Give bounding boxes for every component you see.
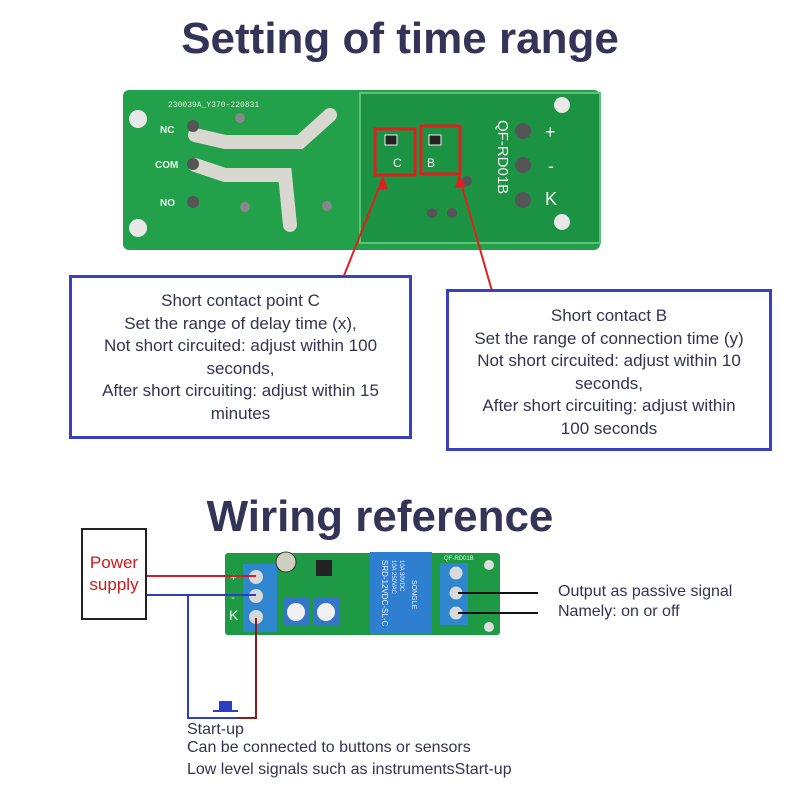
label-minus: - bbox=[548, 156, 554, 176]
chip bbox=[316, 560, 332, 576]
terminal-pad-k bbox=[515, 192, 531, 208]
jumper-c-pad bbox=[384, 134, 398, 146]
mount-hole bbox=[129, 219, 147, 237]
terminal-pad-minus bbox=[515, 157, 531, 173]
mount-hole bbox=[554, 97, 570, 113]
arrow-to-c bbox=[342, 177, 384, 279]
callout-b-line: Set the range of connection time (y) bbox=[474, 328, 744, 348]
wire-trigger-k bbox=[238, 618, 257, 719]
output-label: Output as passive signal bbox=[558, 583, 733, 600]
callout-c-line: seconds, bbox=[206, 358, 275, 378]
jumper-b-label: B bbox=[427, 156, 435, 170]
switch-base bbox=[213, 710, 238, 712]
pot-knob bbox=[317, 603, 335, 621]
mount-hole bbox=[554, 214, 570, 230]
callout-b-line: Not short circuited: adjust within 10 bbox=[477, 351, 741, 370]
label-nc: NC bbox=[160, 125, 174, 136]
solder-pad bbox=[240, 202, 250, 212]
label-plus: + bbox=[545, 122, 556, 142]
mount-hole bbox=[484, 622, 494, 632]
module-label-minus: - bbox=[231, 590, 235, 604]
title-wiring-reference: Wiring reference bbox=[206, 492, 554, 541]
solder-pad bbox=[427, 208, 437, 218]
jumper-b-pad bbox=[428, 134, 442, 146]
screw bbox=[449, 566, 463, 580]
callout-short-contact-b: Short contact B Set the range of connect… bbox=[446, 289, 772, 451]
relay-trace-com bbox=[188, 158, 297, 232]
callout-b-line: seconds, bbox=[574, 373, 644, 393]
power-supply-label: Power bbox=[89, 553, 139, 572]
solder-pad bbox=[187, 120, 199, 132]
screw bbox=[449, 586, 463, 600]
relay-rating-dc: 10A 30VDC bbox=[398, 560, 404, 592]
callout-b-line: Short contact B bbox=[550, 306, 668, 325]
title-setting-time-range: Setting of time range bbox=[181, 14, 619, 63]
silkscreen-code: 230039A_Y370-220831 bbox=[168, 101, 259, 110]
highlight-c bbox=[373, 127, 417, 177]
relay-trace-nc bbox=[188, 108, 337, 149]
power-supply-label: supply bbox=[89, 575, 139, 594]
callout-short-contact-c: Short contact point C Set the range of d… bbox=[69, 275, 412, 439]
arrowhead-c bbox=[377, 176, 388, 190]
label-k: K bbox=[545, 189, 557, 209]
solder-pad bbox=[462, 176, 472, 186]
callout-b-line: 100 seconds bbox=[560, 418, 658, 438]
highlight-b bbox=[419, 124, 462, 176]
label-com: COM bbox=[155, 160, 178, 171]
wire-negative-to-switch bbox=[187, 595, 240, 719]
solder-pad bbox=[322, 201, 332, 211]
solder-pad bbox=[447, 208, 457, 218]
relay-rating-ac: 10A 250VAC bbox=[390, 560, 396, 595]
relay-brand: SONGLE bbox=[410, 580, 417, 610]
pcb-back-photo: 230039A_Y370-220831 NC COM NO + - K QF-R… bbox=[123, 90, 601, 250]
arrow-to-b bbox=[458, 175, 493, 292]
board-model-label: QF-RD01B bbox=[494, 120, 511, 194]
relay-model: SRD-12VDC-SL-C bbox=[380, 560, 389, 626]
push-button-icon bbox=[219, 701, 232, 710]
screw bbox=[249, 610, 263, 624]
callout-c-line: minutes bbox=[210, 403, 271, 423]
terminal-pad-plus bbox=[515, 123, 531, 139]
callout-c-line: Short contact point C bbox=[161, 291, 320, 310]
callout-c-line: After short circuiting: adjust within 15 bbox=[102, 381, 379, 400]
startup-label: Start-up bbox=[187, 721, 244, 738]
startup-detail-2: Low level signals such as instrumentsSta… bbox=[187, 761, 512, 778]
label-no: NO bbox=[160, 198, 175, 209]
solder-pad bbox=[187, 158, 199, 170]
pot-knob bbox=[287, 603, 305, 621]
screw bbox=[449, 606, 463, 620]
power-supply-box: Power supply bbox=[81, 528, 147, 620]
buzzer bbox=[275, 551, 297, 573]
module-label-k: K bbox=[229, 607, 239, 623]
arrowhead-b bbox=[455, 174, 466, 188]
mount-hole bbox=[129, 110, 147, 128]
callout-c-line: Set the range of delay time (x), bbox=[124, 313, 357, 333]
output-label-detail: Namely: on or off bbox=[558, 603, 680, 620]
solder-pad bbox=[187, 196, 199, 208]
callout-c-line: Not short circuited: adjust within 100 bbox=[103, 336, 378, 355]
module-model: QF-RD01B bbox=[444, 556, 474, 562]
jumper-c-label: C bbox=[393, 156, 402, 170]
solder-pad bbox=[235, 113, 245, 123]
mount-hole bbox=[484, 560, 494, 570]
startup-detail-1: Can be connected to buttons or sensors bbox=[187, 739, 471, 756]
relay bbox=[370, 552, 432, 634]
callout-b-line: After short circuiting: adjust within bbox=[482, 396, 736, 415]
